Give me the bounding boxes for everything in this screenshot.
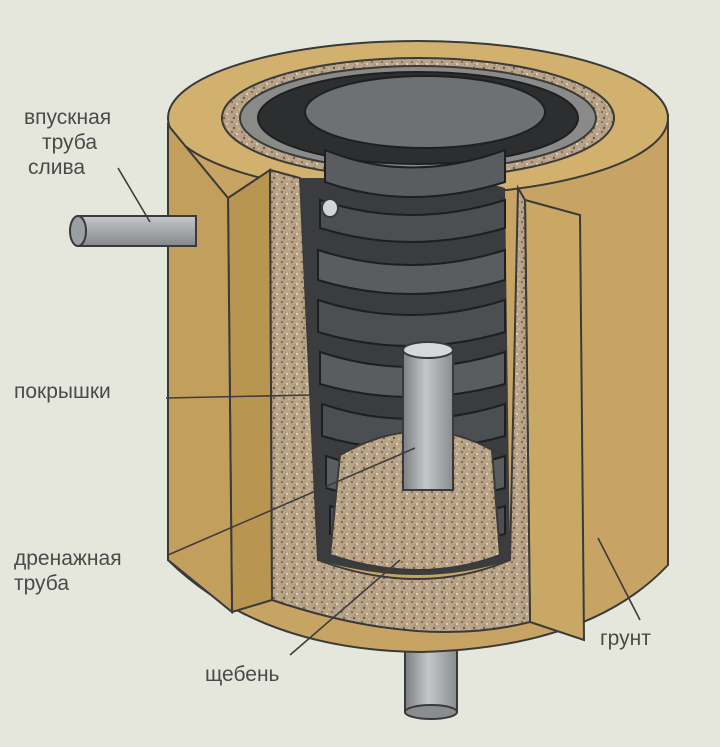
soil-label: грунт (600, 626, 651, 651)
drain-pipe-vertical (402, 341, 454, 491)
inlet-pipe-label-line-2: труба (42, 131, 98, 154)
leader-soil (597, 537, 641, 621)
drain-pipe-label-line-1: дренажная (14, 547, 122, 570)
leader-drain (167, 447, 416, 556)
inlet-pipe (69, 198, 339, 247)
gravel-label-text: щебень (205, 663, 280, 686)
soil-label-text: грунт (600, 627, 651, 650)
inlet-pipe-label-line-1: впускная (24, 106, 112, 129)
drain-pipe-label: дренажная труба (14, 546, 122, 596)
drain-pipe-label-line-2: труба (14, 572, 70, 595)
inlet-pipe-label-line-3: слива (28, 156, 86, 179)
leader-gravel (289, 559, 401, 656)
gravel-label: щебень (205, 662, 280, 687)
tires-label-text: покрышки (14, 380, 111, 403)
leader-inlet (117, 167, 151, 223)
inlet-pipe-label: впускная труба слива (24, 105, 111, 180)
leader-tires (165, 393, 357, 399)
leader-lines (117, 167, 641, 656)
tires-label: покрышки (14, 379, 111, 404)
